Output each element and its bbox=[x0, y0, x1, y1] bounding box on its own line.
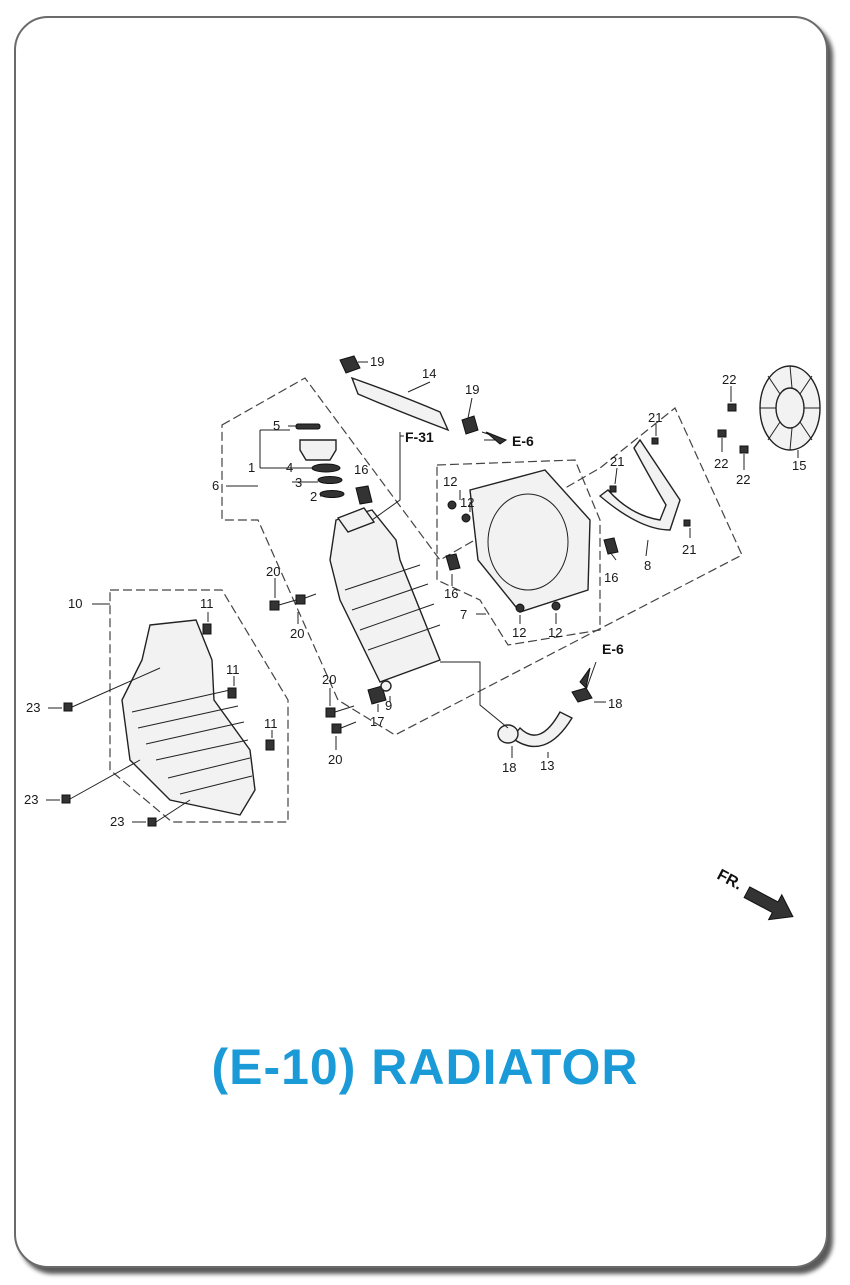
label-18a: 18 bbox=[608, 696, 622, 711]
label-9: 9 bbox=[385, 698, 392, 713]
hose-clamp-mid-part bbox=[461, 415, 479, 435]
oring-3-part bbox=[317, 476, 343, 484]
cooling-fan-part bbox=[759, 365, 821, 451]
label-21b: 21 bbox=[610, 454, 624, 469]
hose-clamp-18-part bbox=[497, 724, 519, 744]
label-12c: 12 bbox=[512, 625, 526, 640]
label-14: 14 bbox=[422, 366, 436, 381]
fan-bolts bbox=[717, 403, 749, 454]
cap-seal-part bbox=[295, 423, 321, 430]
label-11b: 11 bbox=[226, 662, 240, 677]
label-17: 17 bbox=[370, 714, 384, 729]
label-4: 4 bbox=[286, 460, 293, 475]
ref-e6-right: E-6 bbox=[602, 641, 624, 657]
leader-lines bbox=[46, 361, 799, 823]
label-19a: 19 bbox=[370, 354, 384, 369]
shroud-opening bbox=[487, 493, 569, 591]
radiator-assembly-boundary bbox=[221, 377, 743, 736]
washer-9-part bbox=[380, 680, 392, 692]
label-1: 1 bbox=[248, 460, 255, 475]
front-direction-marker: FR. bbox=[714, 867, 794, 921]
radiator-cap-part bbox=[299, 439, 337, 461]
radiator-cover-part bbox=[121, 619, 256, 816]
ref-arrow-e6-right bbox=[579, 667, 591, 690]
label-20d: 20 bbox=[328, 752, 342, 767]
label-12d: 12 bbox=[548, 625, 562, 640]
label-8: 8 bbox=[644, 558, 651, 573]
label-6: 6 bbox=[212, 478, 219, 493]
shroud-nuts bbox=[447, 500, 561, 613]
label-3: 3 bbox=[295, 475, 302, 490]
fr-arrow-icon bbox=[743, 886, 794, 921]
shroud-assembly-boundary bbox=[436, 459, 601, 646]
label-23b: 23 bbox=[24, 792, 38, 807]
label-11c: 11 bbox=[264, 716, 278, 731]
label-12a: 12 bbox=[443, 474, 457, 489]
hose-clamp-18b-part bbox=[571, 687, 593, 703]
ref-arrow-e6-top bbox=[485, 431, 508, 445]
ref-e6-top: E-6 bbox=[512, 433, 534, 449]
label-16c: 16 bbox=[604, 570, 618, 585]
cover-grille-lines bbox=[131, 689, 253, 795]
label-21a: 21 bbox=[648, 410, 662, 425]
label-23a: 23 bbox=[26, 700, 40, 715]
label-5: 5 bbox=[273, 418, 280, 433]
oring-2-part bbox=[319, 490, 345, 498]
grommet-16b-part bbox=[445, 553, 461, 571]
label-18b: 18 bbox=[502, 760, 516, 775]
mounting-bolts-20 bbox=[269, 593, 357, 734]
drain-bolt-17-part bbox=[367, 685, 387, 705]
bracket-screws bbox=[609, 437, 691, 527]
label-20c: 20 bbox=[322, 672, 336, 687]
label-22c: 22 bbox=[736, 472, 750, 487]
label-16a: 16 bbox=[354, 462, 368, 477]
upper-hose-part bbox=[350, 376, 450, 432]
label-20a: 20 bbox=[266, 564, 280, 579]
page-title: (E-10) RADIATOR bbox=[211, 1039, 639, 1095]
grommet-16-part bbox=[355, 485, 373, 505]
lower-hose-part bbox=[510, 711, 573, 748]
radiator-fin-lines bbox=[344, 564, 441, 651]
label-16b: 16 bbox=[444, 586, 458, 601]
label-13: 13 bbox=[540, 758, 554, 773]
radiator-filler-neck-part bbox=[336, 507, 376, 533]
label-20b: 20 bbox=[290, 626, 304, 641]
hose-clamp-top-part bbox=[339, 355, 361, 374]
ref-f31: F-31 bbox=[405, 429, 434, 445]
label-2: 2 bbox=[310, 489, 317, 504]
cover-assembly-boundary bbox=[109, 589, 289, 823]
label-11a: 11 bbox=[200, 596, 214, 611]
part-number-labels: 19 14 19 5 1 4 3 2 6 16 12 12 16 16 7 12… bbox=[24, 354, 806, 829]
fr-label: FR. bbox=[714, 867, 745, 894]
grommet-16c-part bbox=[603, 537, 619, 555]
label-23c: 23 bbox=[110, 814, 124, 829]
radiator-core-part bbox=[329, 509, 441, 683]
oring-4-part bbox=[311, 463, 341, 473]
cover-grommets-11 bbox=[202, 623, 275, 751]
label-22a: 22 bbox=[722, 372, 736, 387]
label-12b: 12 bbox=[460, 495, 474, 510]
label-10: 10 bbox=[68, 596, 82, 611]
cover-screws-23 bbox=[61, 667, 191, 827]
label-21c: 21 bbox=[682, 542, 696, 557]
fan-cover-bracket-part bbox=[598, 438, 681, 531]
label-15: 15 bbox=[792, 458, 806, 473]
label-7: 7 bbox=[460, 607, 467, 622]
label-19b: 19 bbox=[465, 382, 479, 397]
reference-labels: F-31 E-6 E-6 bbox=[405, 429, 624, 657]
label-22b: 22 bbox=[714, 456, 728, 471]
